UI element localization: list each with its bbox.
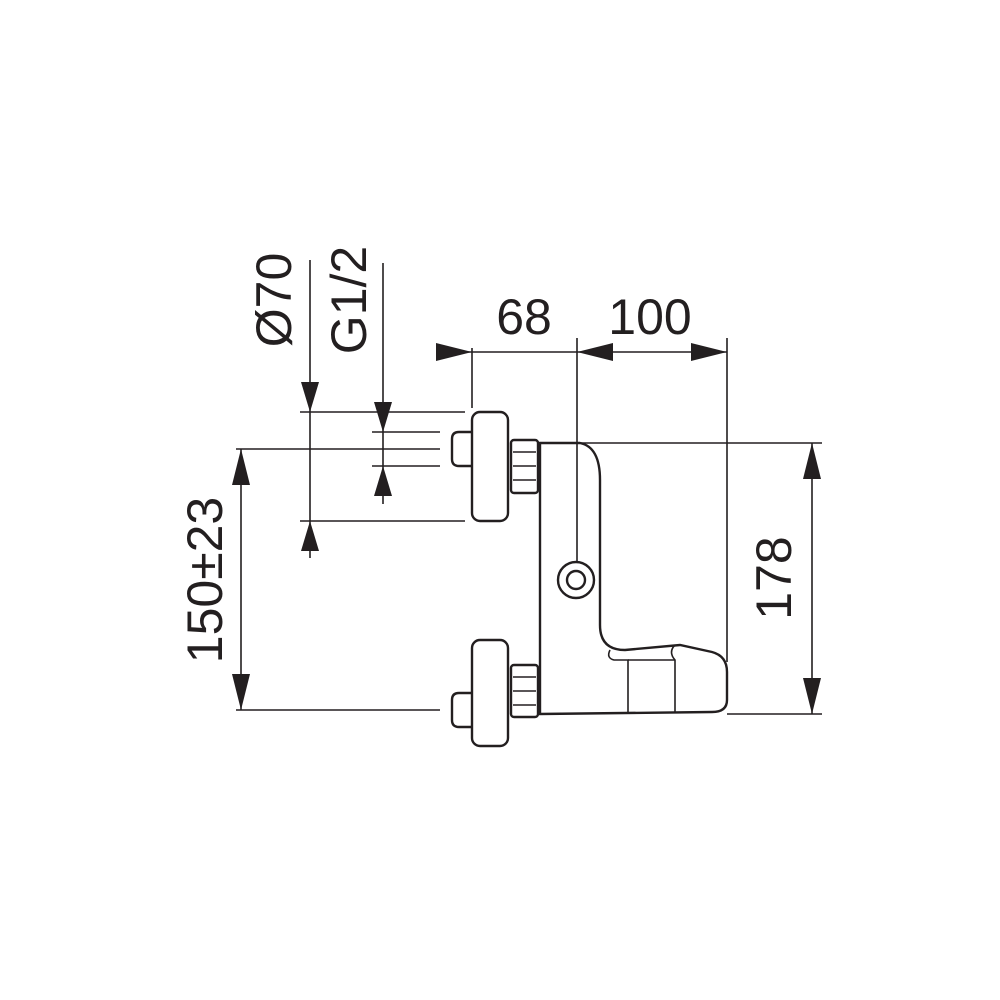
arrow-spacing-top: [232, 449, 250, 485]
arrow-68-left: [436, 343, 472, 361]
arrow-spacing-bottom: [232, 674, 250, 710]
center-screw-outer: [556, 560, 596, 600]
arrow-thread-top: [374, 402, 392, 432]
dimension-lines: [232, 260, 821, 714]
arrow-diameter-top: [301, 382, 319, 412]
upper-union-nut: [509, 438, 540, 495]
mixer-body: [538, 441, 729, 716]
arrow-diameter-bottom: [301, 521, 319, 551]
faucet-drawing: [450, 410, 729, 748]
label-thread: G1/2: [321, 246, 377, 354]
dimension-labels: Ø70 G1/2 68 100 178 150±23: [177, 246, 802, 663]
label-diameter: Ø70: [246, 253, 302, 348]
lower-eccentric-pin: [450, 691, 472, 729]
upper-eccentric-pin: [450, 430, 472, 468]
extension-lines: [236, 338, 822, 715]
label-spacing: 150±23: [177, 497, 233, 663]
lower-union-nut: [509, 663, 540, 719]
lever-handle: [607, 649, 629, 712]
center-screw-inner: [565, 569, 587, 591]
label-100: 100: [608, 289, 691, 345]
arrow-178-top: [803, 443, 821, 479]
upper-rosette: [470, 410, 510, 523]
arrow-100-right: [691, 343, 727, 361]
arrow-100-left: [577, 343, 613, 361]
label-68: 68: [496, 289, 552, 345]
arrow-178-bottom: [803, 678, 821, 714]
label-178: 178: [746, 536, 802, 619]
lower-rosette: [470, 638, 510, 748]
arrow-thread-bottom: [374, 466, 392, 496]
